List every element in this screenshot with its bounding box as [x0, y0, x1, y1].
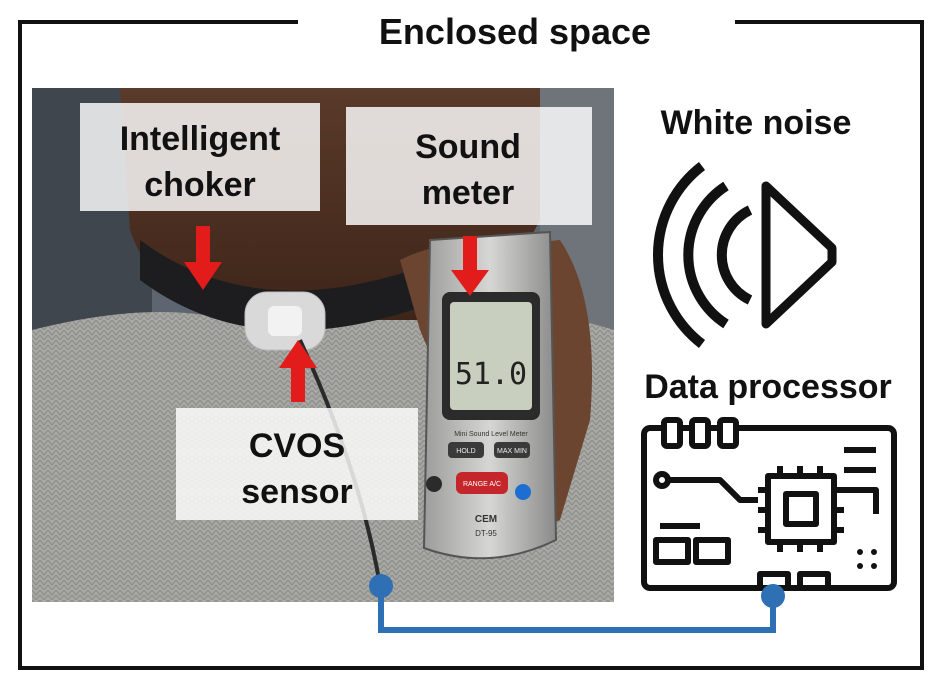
sensor-label-line2: sensor	[241, 473, 353, 511]
photo: 51.0 Mini Sound Level Meter HOLD MAX MIN…	[32, 88, 614, 602]
white-noise-label: White noise	[661, 104, 852, 142]
speaker-icon	[652, 162, 837, 348]
meter-reading: 51.0	[455, 357, 527, 392]
meter-arrow-icon	[451, 236, 489, 296]
circuit-board-icon	[641, 417, 897, 591]
sensor-label-line1: CVOS	[249, 427, 345, 465]
meter-label-line1: Sound	[415, 128, 521, 166]
choker-arrow-icon	[184, 226, 222, 290]
meter-hold-button: HOLD	[456, 448, 475, 455]
sensor-label-box	[176, 408, 418, 520]
sensor-arrow-icon	[279, 340, 317, 402]
meter-label-line2: meter	[422, 174, 515, 212]
wire-node-processor	[761, 584, 785, 608]
choker-label-line2: choker	[144, 166, 256, 204]
enclosure-title: Enclosed space	[379, 11, 651, 52]
choker-label-line1: Intelligent	[120, 120, 281, 158]
connection-wire	[369, 574, 785, 633]
wire-node-photo	[369, 574, 393, 598]
red-arrows	[184, 226, 489, 402]
meter-model: DT-95	[475, 529, 497, 538]
enclosure-frame	[18, 20, 924, 670]
data-processor-label: Data processor	[644, 368, 892, 406]
meter-maxmin-button: MAX MIN	[497, 448, 527, 455]
choker-label-box	[80, 103, 320, 211]
meter-panel-text: Mini Sound Level Meter	[454, 431, 528, 438]
sound-meter: 51.0 Mini Sound Level Meter HOLD MAX MIN…	[422, 230, 558, 560]
meter-label-box	[346, 107, 592, 225]
meter-brand: CEM	[475, 514, 497, 525]
meter-range-button: RANGE A/C	[463, 481, 501, 488]
